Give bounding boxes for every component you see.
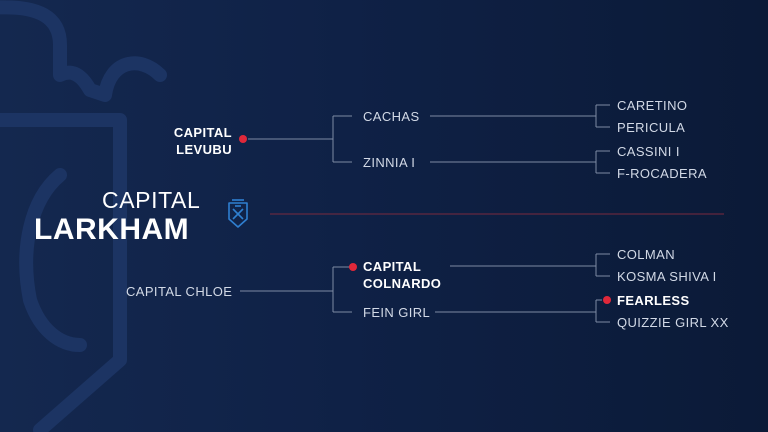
- dam-dam-name: FEIN GIRL: [363, 305, 431, 320]
- crest-icon: [228, 199, 248, 228]
- sire-sire-name: CACHAS: [363, 109, 420, 124]
- gg-dsd-name: KOSMA SHIVA I: [617, 269, 717, 284]
- sire-name-line2: LEVUBU: [176, 142, 232, 157]
- horse-name-line1: CAPITAL: [102, 187, 201, 213]
- gg-sds-name: CASSINI I: [617, 144, 680, 159]
- gg-sss-name: CARETINO: [617, 98, 688, 113]
- gg-ssd-name: PERICULA: [617, 120, 686, 135]
- horse-name-line2: LARKHAM: [34, 213, 190, 246]
- dam-sire-name-line2: COLNARDO: [363, 276, 442, 291]
- gg-dss-name: COLMAN: [617, 247, 676, 262]
- gg-ddd-name: QUIZZIE GIRL XX: [617, 315, 729, 330]
- sire-name-line1: CAPITAL: [173, 125, 232, 140]
- dam-sire-marker: [349, 263, 357, 271]
- sire-dam-name: ZINNIA I: [363, 155, 416, 170]
- gg-dds-name: FEARLESS: [617, 293, 690, 308]
- dam-name: CAPITAL CHLOE: [126, 284, 233, 299]
- dam-sire-name-line1: CAPITAL: [363, 259, 422, 274]
- gg-dds-marker: [603, 296, 611, 304]
- gg-sdd-name: F-ROCADERA: [617, 166, 707, 181]
- shield-watermark-icon: [0, 0, 167, 432]
- sire-marker: [239, 135, 247, 143]
